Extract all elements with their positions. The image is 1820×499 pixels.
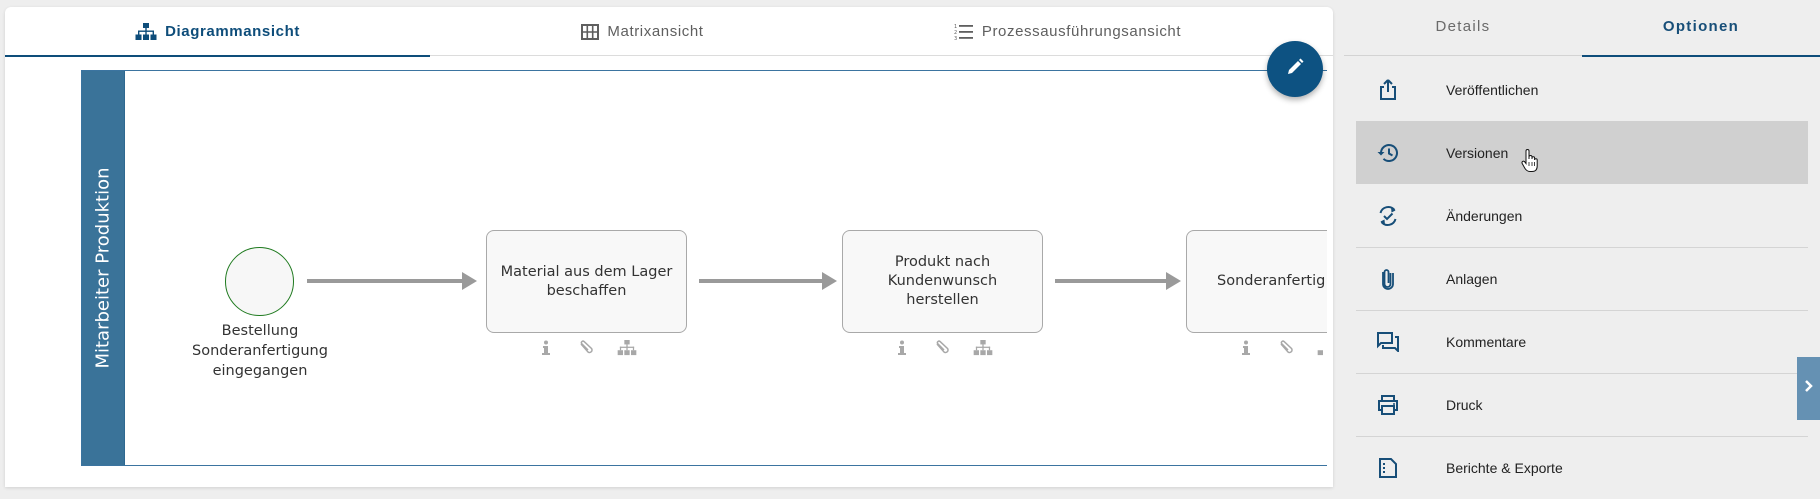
paperclip-icon[interactable] [1277,340,1295,356]
comments-icon [1376,330,1400,354]
task-icons [893,340,993,356]
collapse-panel-button[interactable] [1797,357,1820,420]
sequence-flow[interactable] [307,272,477,290]
chevron-right-icon [1804,379,1814,398]
menu-item-veroeffentlichen[interactable]: Veröffentlichen [1356,58,1808,121]
tab-details[interactable]: Details [1435,18,1491,35]
tab-label: Prozessausführungsansicht [981,23,1182,40]
sequence-flow[interactable] [1055,272,1181,290]
info-icon[interactable] [893,340,911,356]
menu-label: Anlagen [1446,271,1498,287]
svg-text:2: 2 [954,30,958,36]
canvas-edge [1327,57,1333,487]
menu-label: Veröffentlichen [1446,81,1539,98]
grid-icon [581,23,600,40]
menu-label: Kommentare [1446,334,1527,350]
sequence-flow[interactable] [699,272,837,290]
options-menu: Veröffentlichen Versionen Änderungen Anl… [1356,58,1808,499]
tab-matrixansicht[interactable]: Matrixansicht [430,7,855,56]
tab-label: Diagrammansicht [165,23,300,40]
swimlane[interactable]: Mitarbeiter Produktion [81,70,1331,466]
paperclip-icon[interactable] [933,340,951,356]
diagram-canvas[interactable]: Mitarbeiter Produktion Bestellung Sonder… [5,57,1333,487]
hierarchy-icon[interactable] [617,340,637,356]
task-icons [1237,340,1323,356]
menu-item-versionen[interactable]: Versionen [1356,121,1808,184]
paperclip-icon[interactable] [577,340,595,356]
sync-check-icon [1376,204,1400,228]
menu-label: Druck [1446,397,1483,413]
share-upload-icon [1376,78,1400,102]
task-sonderanfertigung[interactable]: Sonderanfertig [1186,230,1333,333]
menu-label: Berichte & Exporte [1446,460,1563,476]
task-produkt-herstellen[interactable]: Produkt nach Kundenwunsch herstellen [842,230,1043,333]
menu-item-anlagen[interactable]: Anlagen [1356,247,1808,310]
menu-item-kommentare[interactable]: Kommentare [1356,310,1808,373]
lane-title: Mitarbeiter Produktion [92,167,114,369]
tab-label: Matrixansicht [607,23,704,40]
hand-cursor-icon [1521,148,1539,178]
svg-text:1: 1 [954,24,958,30]
menu-item-druck[interactable]: Druck [1356,373,1808,436]
menu-label: Änderungen [1446,207,1523,224]
paperclip-icon [1376,267,1400,291]
task-icons [537,340,637,356]
menu-item-berichte-exporte[interactable]: Berichte & Exporte [1356,436,1808,499]
start-event[interactable] [225,247,294,316]
menu-label: Versionen [1446,144,1509,161]
side-panel: Details Optionen Veröffentlichen Version… [1344,0,1820,487]
edit-button[interactable] [1267,41,1323,97]
info-icon[interactable] [537,340,555,356]
hierarchy-icon[interactable] [1317,340,1323,356]
history-icon [1376,141,1400,165]
printer-icon [1376,393,1400,417]
hierarchy-icon[interactable] [973,340,993,356]
task-material-beschaffen[interactable]: Material aus dem Lager beschaffen [486,230,687,333]
tab-diagrammansicht[interactable]: Diagrammansicht [5,7,430,57]
side-tabs: Details Optionen [1344,0,1820,57]
pencil-icon [1285,57,1305,82]
report-icon [1376,456,1400,480]
svg-text:3: 3 [954,36,958,41]
lane-header[interactable]: Mitarbeiter Produktion [82,71,125,465]
hierarchy-icon [135,22,157,41]
start-event-label: Bestellung Sonderanfertigung eingegangen [192,323,328,379]
menu-item-aenderungen[interactable]: Änderungen [1356,184,1808,247]
info-icon[interactable] [1237,340,1255,356]
tab-optionen[interactable]: Optionen [1582,0,1820,57]
